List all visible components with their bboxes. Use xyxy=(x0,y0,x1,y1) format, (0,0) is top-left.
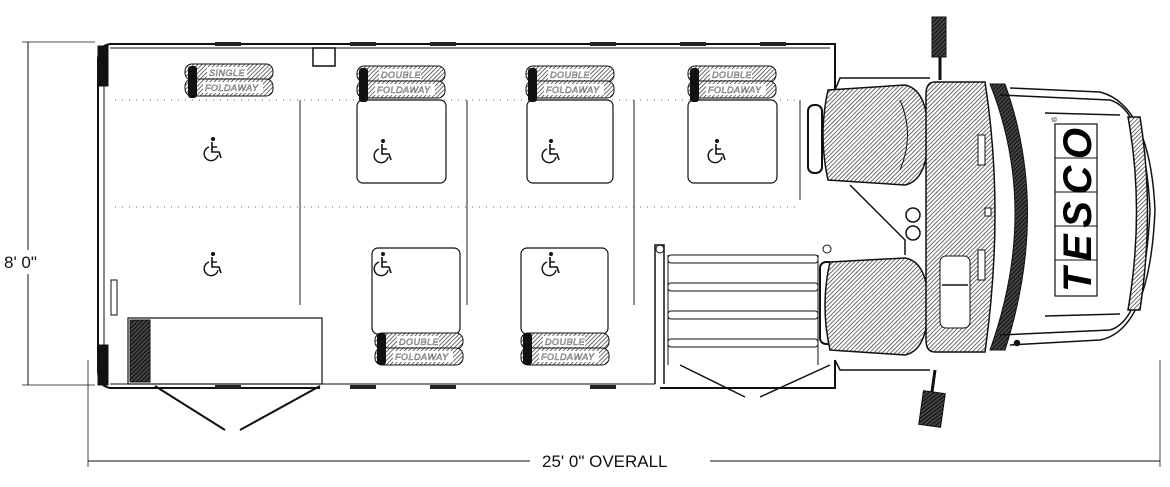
seat-label: FOLDAWAY xyxy=(395,352,449,362)
hood xyxy=(999,87,1156,347)
seat-double-foldaway: DOUBLE FOLDAWAY xyxy=(520,332,610,366)
length-label: 25' 0" OVERALL xyxy=(542,452,668,471)
cab-outline xyxy=(834,77,930,371)
seat-double-foldaway: DOUBLE FOLDAWAY xyxy=(374,332,464,366)
window-marks xyxy=(215,42,786,389)
seat-label: FOLDAWAY xyxy=(708,85,762,95)
length-dimension xyxy=(87,360,1161,473)
wheelchair-icon xyxy=(203,251,222,277)
seat-double-foldaway: DOUBLE FOLDAWAY xyxy=(356,65,446,102)
dashboard xyxy=(925,81,1028,353)
seat-double-foldaway: DOUBLE FOLDAWAY xyxy=(525,65,615,102)
mirror-left xyxy=(931,16,947,80)
seat-label: DOUBLE xyxy=(545,337,586,347)
seat-double-foldaway: DOUBLE FOLDAWAY xyxy=(687,65,777,102)
width-dimension xyxy=(2,41,95,386)
wheelchair-grid xyxy=(115,99,801,305)
seat-label: DOUBLE xyxy=(381,70,422,80)
passenger-seat xyxy=(819,257,929,356)
seat-label: DOUBLE xyxy=(712,70,753,80)
seat-label: FOLDAWAY xyxy=(541,352,595,362)
entrance-steps xyxy=(655,244,832,398)
seat-label: FOLDAWAY xyxy=(377,85,431,95)
seat-label: DOUBLE xyxy=(550,70,591,80)
seat-label: SINGLE xyxy=(209,68,246,78)
wheelchair-icons xyxy=(203,136,726,277)
wheelchair-icon xyxy=(203,136,222,162)
seat-single-foldaway: SINGLE FOLDAWAY xyxy=(184,63,274,98)
width-label: 8' 0" xyxy=(4,253,37,272)
rear-lift xyxy=(127,317,323,431)
seat-label: FOLDAWAY xyxy=(546,85,600,95)
mirror-right xyxy=(918,369,946,428)
driver-seat xyxy=(807,84,929,186)
seat-label: DOUBLE xyxy=(399,337,440,347)
tesco-logo: TESCO ® xyxy=(1051,116,1100,297)
securement-areas xyxy=(356,99,778,335)
registered-mark: ® xyxy=(1051,116,1059,122)
seat-label: FOLDAWAY xyxy=(205,83,259,93)
